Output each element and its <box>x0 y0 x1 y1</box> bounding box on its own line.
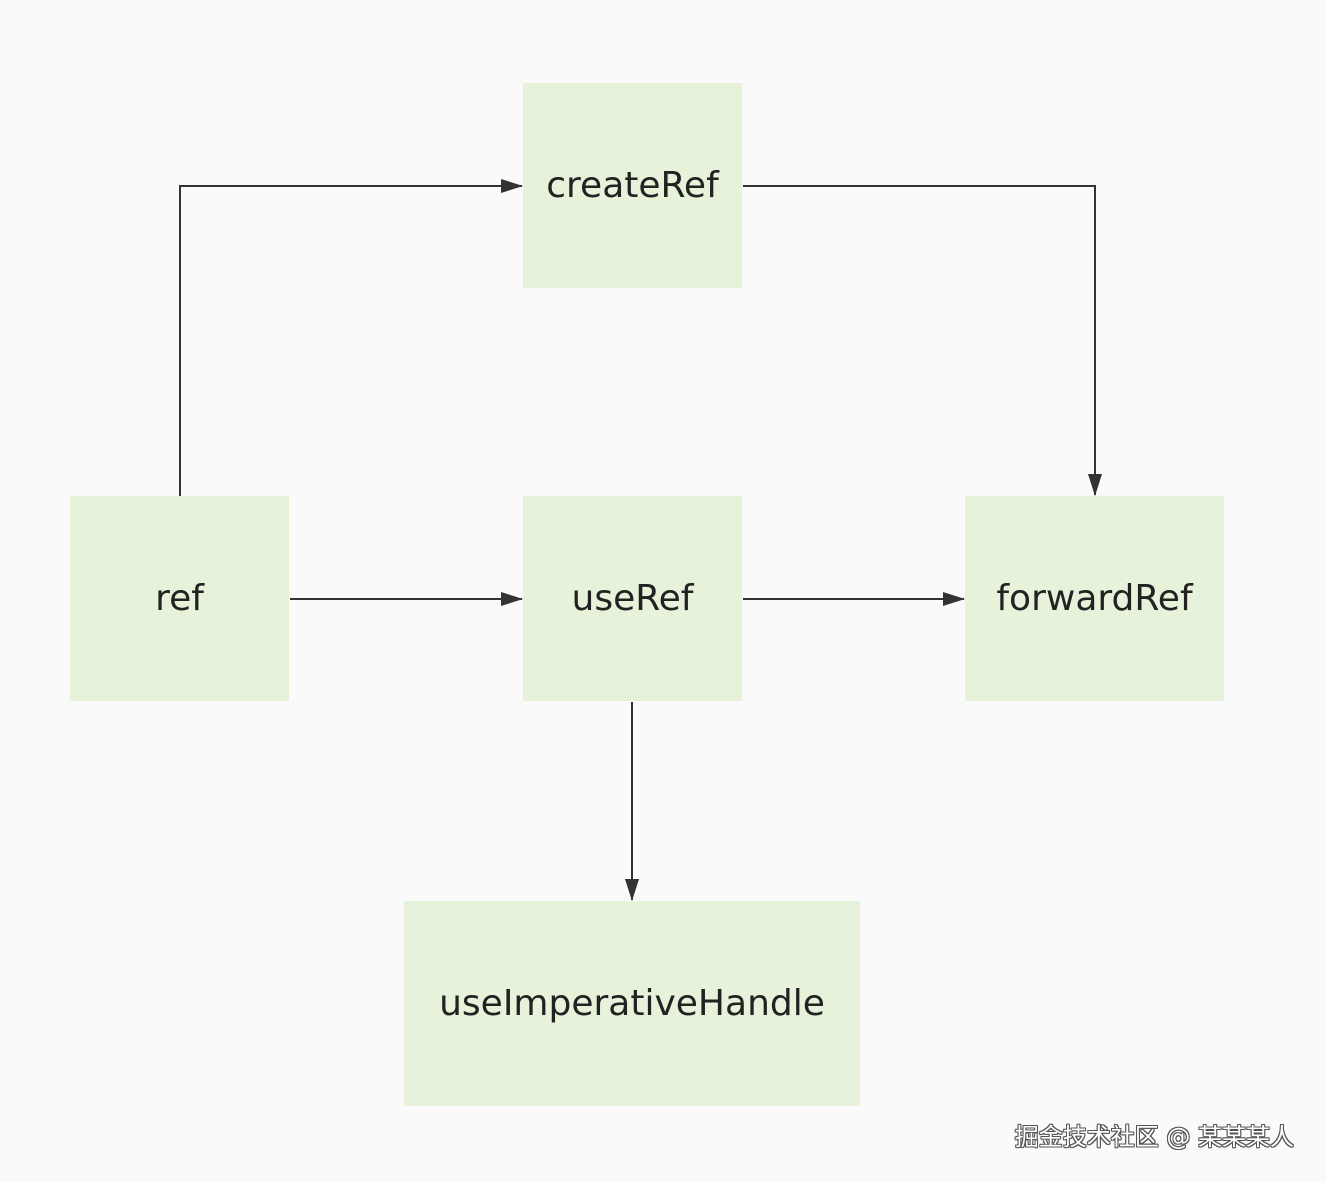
node-useref: useRef <box>523 496 742 701</box>
node-useimperativehandle-label: useImperativeHandle <box>439 982 825 1024</box>
node-ref-label: ref <box>155 577 204 619</box>
node-useimperativehandle: useImperativeHandle <box>404 901 860 1106</box>
edge-createref-to-forwardref <box>743 185 1102 496</box>
watermark: 掘金技术社区 @ 某某某人 <box>1014 1123 1294 1151</box>
node-createref: createRef <box>523 83 742 288</box>
node-useref-label: useRef <box>571 577 694 619</box>
node-forwardref-label: forwardRef <box>996 577 1193 619</box>
edge-ref-to-createref <box>179 179 523 496</box>
node-createref-label: createRef <box>546 164 719 206</box>
node-ref: ref <box>70 496 289 701</box>
node-forwardref: forwardRef <box>965 496 1224 701</box>
